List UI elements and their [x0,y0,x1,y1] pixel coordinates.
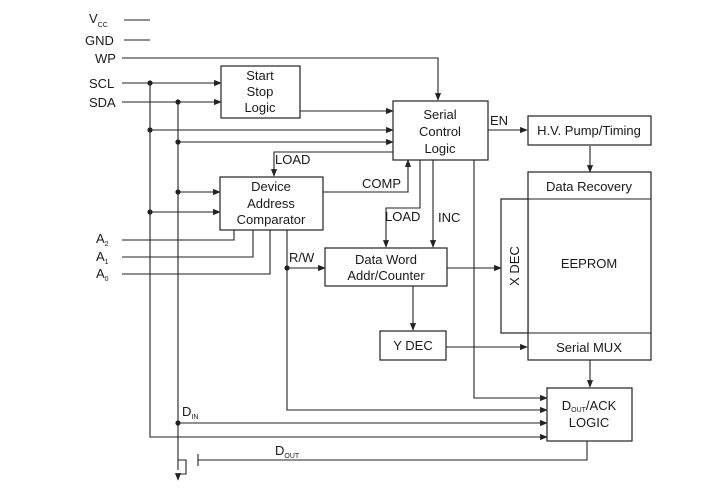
svg-text:Addr/Counter: Addr/Counter [347,268,425,283]
scl-bus-wire [149,83,548,441]
svg-text:Stop: Stop [247,84,274,99]
hv-pump-timing-block: H.V. Pump/Timing [527,115,652,146]
comp-wire [323,159,412,193]
pin-a1-label: A1 [96,249,109,266]
svg-text:H.V. Pump/Timing: H.V. Pump/Timing [537,123,641,138]
load-to-comparator-wire [270,151,400,177]
data-word-addr-counter-block: Data Word Addr/Counter [324,247,448,287]
dout-wire [198,421,588,461]
load-label-top: LOAD [275,152,310,167]
junction-dot [284,265,290,271]
eeprom-label: EEPROM [561,256,617,271]
data-recovery-label: Data Recovery [546,179,632,194]
dout-ack-logic-block: DOUT/ACK LOGIC [546,387,633,442]
comp-label: COMP [362,176,401,191]
rw-wire [286,230,548,414]
din-label: DIN [182,404,198,421]
pin-a0-label: A0 [96,266,109,283]
rw-label: R/W [289,250,315,265]
pin-vcc-label: VCC [89,11,108,29]
y-dec-block: Y DEC [379,330,447,361]
a2-wire [122,230,235,241]
serial-mux-label: Serial MUX [556,340,622,355]
svg-text:Data Word: Data Word [355,252,417,267]
svg-text:Control: Control [419,124,461,139]
svg-text:Logic: Logic [424,141,456,156]
junction-dot [147,80,153,86]
a1-wire [122,230,254,258]
svg-text:DOUT/ACK: DOUT/ACK [562,398,617,414]
pin-wp-label: WP [95,51,116,66]
svg-text:X DEC: X DEC [507,246,522,286]
pin-sda-label: SDA [89,95,116,110]
svg-text:Start: Start [246,68,274,83]
svg-text:Address: Address [247,196,295,211]
a0-wire [122,230,271,275]
x-dec-block: X DEC [500,198,529,334]
junction-dot [175,99,181,105]
wp-wire [122,57,442,101]
pin-a2-label: A2 [96,231,109,248]
svg-text:Comparator: Comparator [237,212,306,227]
device-address-comparator-block: Device Address Comparator [219,176,324,231]
sda-output-driver [174,459,187,481]
junction-dot [147,209,153,215]
dout-label: DOUT [275,443,300,460]
pin-gnd-label: GND [85,33,114,48]
en-label: EN [490,113,508,128]
svg-text:Y DEC: Y DEC [393,338,433,353]
pin-scl-label: SCL [89,76,114,91]
start-stop-logic-block: Start Stop Logic [220,65,301,119]
load-label-mid: LOAD [385,209,420,224]
junction-dot [147,127,153,133]
serial-control-logic-block: Serial Control Logic [392,100,489,161]
inc-label: INC [438,210,460,225]
eeprom-array-block: Data Recovery EEPROM Serial MUX [527,171,652,361]
control-to-ack-wire [473,160,548,402]
svg-text:Device: Device [251,179,291,194]
load-to-dataword-wire [382,160,421,248]
junction-dot [175,420,181,426]
svg-text:Serial: Serial [423,107,456,122]
junction-dot [175,189,181,195]
svg-text:Logic: Logic [244,100,276,115]
junction-dot [175,139,181,145]
svg-text:LOGIC: LOGIC [569,415,609,430]
